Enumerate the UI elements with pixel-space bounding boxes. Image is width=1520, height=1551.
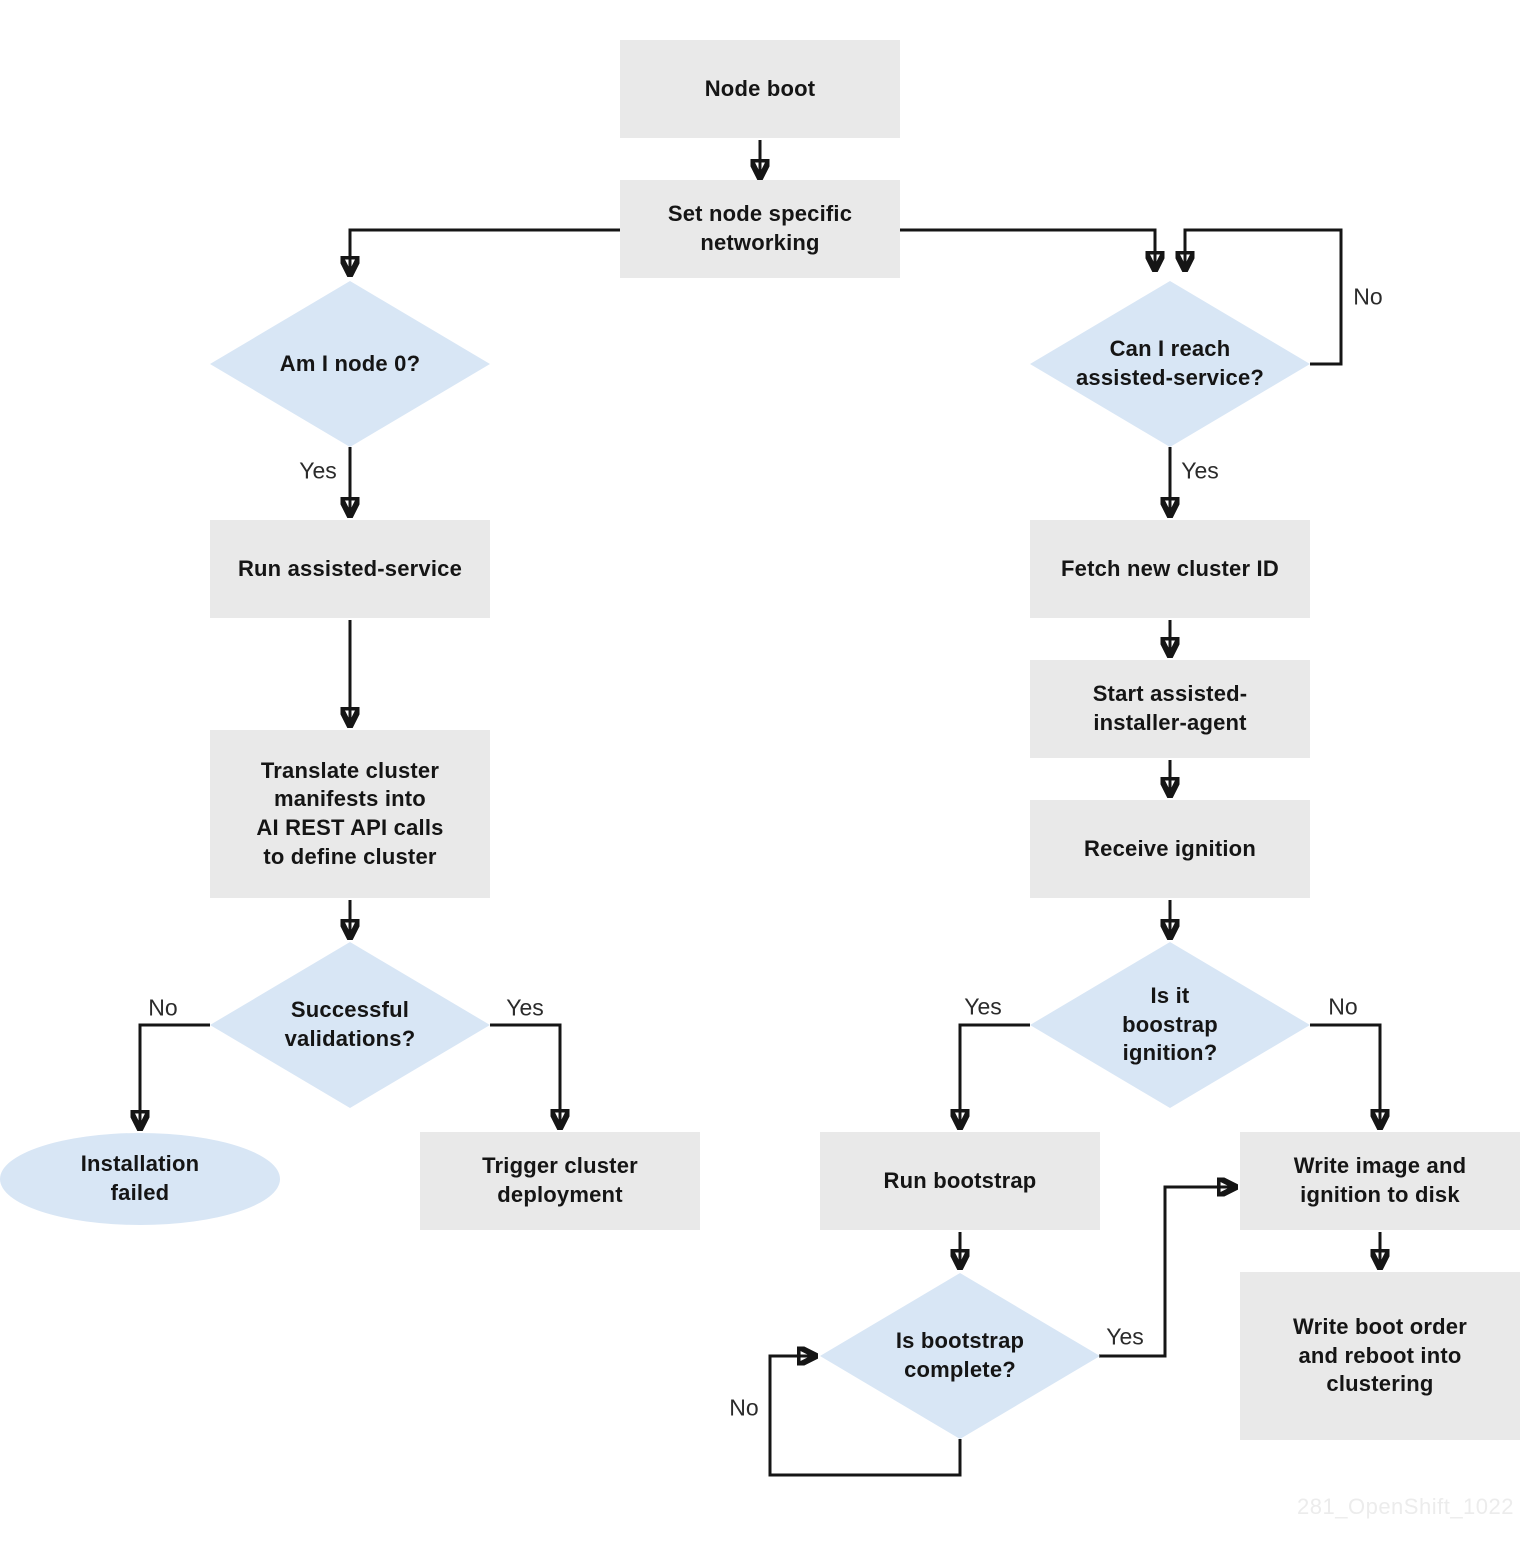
node-run-bootstrap: Run bootstrap xyxy=(820,1132,1100,1230)
node-receive-ignition: Receive ignition xyxy=(1030,800,1310,898)
edge-networking-to-canreach xyxy=(900,228,1155,268)
node-node-boot: Node boot xyxy=(620,40,900,138)
edge-label-complete-no: No xyxy=(729,1394,759,1421)
edge-label-validations-yes: Yes xyxy=(506,994,544,1021)
edge-label-ignition-yes: Yes xyxy=(964,993,1002,1020)
node-write-image-and-ignition: Write image and ignition to disk xyxy=(1240,1132,1520,1230)
edge-label-complete-yes: Yes xyxy=(1106,1323,1144,1350)
edge-label-validations-no: No xyxy=(148,994,178,1021)
edge-canreach-no-loop xyxy=(1185,228,1343,366)
node-translate-cluster-manifests: Translate cluster manifests into AI REST… xyxy=(210,730,490,898)
edge-complete-no-loop xyxy=(768,1356,962,1477)
node-fetch-new-cluster-id: Fetch new cluster ID xyxy=(1030,520,1310,618)
edge-isbootstrapignition-yes xyxy=(960,1023,1030,1126)
edge-label-canreach-no: No xyxy=(1353,283,1383,310)
edge-validations-yes xyxy=(490,1023,560,1126)
edge-label-ignition-no: No xyxy=(1328,993,1358,1020)
edge-label-node0-yes: Yes xyxy=(299,457,337,484)
edge-label-canreach-yes: Yes xyxy=(1181,457,1219,484)
edge-networking-to-node0 xyxy=(350,228,620,273)
edge-validations-no xyxy=(140,1023,210,1127)
terminal-installation-failed: Installation failed xyxy=(0,1133,280,1225)
node-set-node-specific-networking: Set node specific networking xyxy=(620,180,900,278)
node-write-boot-order: Write boot order and reboot into cluster… xyxy=(1240,1272,1520,1440)
node-run-assisted-service: Run assisted-service xyxy=(210,520,490,618)
node-start-assisted-installer-agent: Start assisted- installer-agent xyxy=(1030,660,1310,758)
edge-isbootstrapignition-no xyxy=(1310,1023,1380,1126)
watermark-text: 281_OpenShift_1022 xyxy=(1297,1494,1514,1519)
edge-complete-yes xyxy=(1099,1187,1234,1358)
node-trigger-cluster-deployment: Trigger cluster deployment xyxy=(420,1132,700,1230)
